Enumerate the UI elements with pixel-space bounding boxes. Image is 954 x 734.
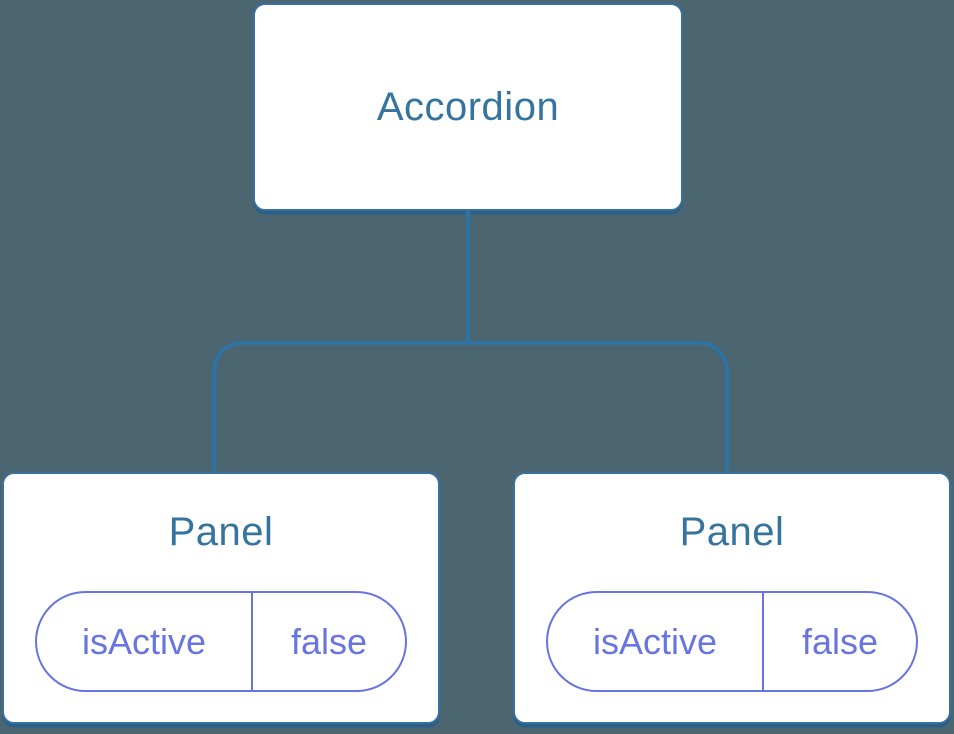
accordion-node: Accordion: [253, 3, 683, 211]
panel-node-left: Panel isActive false: [2, 472, 440, 724]
state-pill: isActive false: [546, 591, 918, 692]
connector-bracket: [212, 341, 729, 472]
connector-stem: [466, 210, 470, 343]
panel-node-right: Panel isActive false: [513, 472, 951, 724]
panel-node-label: Panel: [168, 510, 274, 554]
state-value: false: [251, 593, 405, 690]
panel-node-label: Panel: [679, 510, 785, 554]
state-key: isActive: [592, 620, 718, 662]
state-pill: isActive false: [35, 591, 407, 692]
accordion-node-label: Accordion: [376, 84, 560, 129]
state-value: false: [762, 593, 916, 690]
state-key: isActive: [81, 620, 207, 662]
